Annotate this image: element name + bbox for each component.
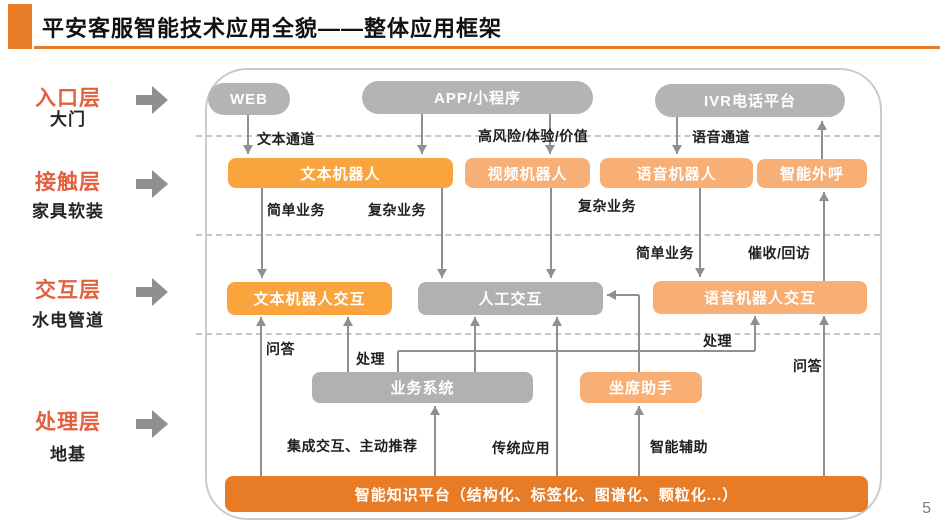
- knowledge-to-assistant-line: [638, 406, 640, 476]
- arrow-shaft: [136, 419, 153, 429]
- assistant-to-humaninteraction-arrowhead: [607, 290, 616, 300]
- voice-robot-interaction-box: 语音机器人交互: [653, 281, 867, 314]
- video-robot-box: 视频机器人: [465, 158, 590, 188]
- web-to-text-robot-arrowhead: [243, 145, 253, 154]
- textrobot-complex-biz-line: [441, 188, 443, 278]
- knowledge-to-bizsystem-line: [434, 406, 436, 476]
- knowledge-to-textinteraction-line: [260, 317, 262, 476]
- web-box: WEB: [208, 83, 290, 115]
- layer-name-2: 接触层: [35, 171, 101, 194]
- knowledge-to-humaninteraction-line: [556, 317, 558, 476]
- ivr-phone-platform-box: IVR电话平台: [655, 84, 845, 117]
- layer-divider-1: [196, 135, 880, 137]
- voicerobot-simple-biz-line: [699, 188, 701, 277]
- bizsystem-to-humaninteraction-arrowhead: [470, 317, 480, 326]
- label-integration: 集成交互、主动推荐: [287, 438, 418, 454]
- app-miniprogram-box: APP/小程序: [362, 81, 593, 114]
- assistant-to-humaninteraction-line: [607, 294, 639, 296]
- voiceinteraction-to-outbound-line: [823, 192, 825, 281]
- label-complex-biz-1: 复杂业务: [368, 202, 426, 218]
- knowledge-to-humaninteraction-arrowhead: [552, 317, 562, 326]
- layer-right-arrow-icon: [136, 278, 170, 306]
- title-underline: [34, 46, 940, 49]
- ivr-to-voice-robot-arrowhead: [672, 145, 682, 154]
- label-complex-biz-2: 复杂业务: [578, 198, 636, 214]
- label-smart-assist: 智能辅助: [650, 439, 708, 455]
- label-qa-left: 问答: [266, 341, 295, 357]
- app-to-video-robot-line: [549, 114, 551, 154]
- layer-right-arrow-icon: [136, 86, 170, 114]
- label-simple-biz-2: 简单业务: [636, 245, 694, 261]
- knowledge-to-textinteraction-arrowhead: [256, 317, 266, 326]
- layer-metaphor-1: 大门: [50, 110, 86, 129]
- arrow-head: [152, 278, 168, 306]
- label-qa-right: 问答: [793, 358, 822, 374]
- label-simple-biz-1: 简单业务: [267, 202, 325, 218]
- knowledge-to-bizsystem-arrowhead: [430, 406, 440, 415]
- label-process-right: 处理: [703, 333, 732, 349]
- knowledge-to-assistant-arrowhead: [634, 406, 644, 415]
- knowledge-to-voiceinteraction-arrowhead: [819, 316, 829, 325]
- layer-name-4: 处理层: [35, 411, 101, 434]
- label-voice-channel: 语音通道: [692, 129, 750, 145]
- page-title: 平安客服智能技术应用全貌——整体应用框架: [42, 16, 503, 41]
- arrow-shaft: [136, 179, 153, 189]
- label-traditional-app: 传统应用: [492, 440, 550, 456]
- label-text-channel: 文本通道: [257, 131, 315, 147]
- arrow-head: [152, 86, 168, 114]
- layer-name-3: 交互层: [35, 279, 101, 302]
- diagram-frame: [205, 68, 882, 520]
- business-system-box: 业务系统: [312, 372, 533, 403]
- label-collection-callback: 催收/回访: [748, 245, 811, 261]
- bizsystem-to-voiceinteraction-line: [754, 316, 756, 351]
- knowledge-to-voiceinteraction-line: [823, 316, 825, 476]
- textrobot-complex-biz-arrowhead: [437, 269, 447, 278]
- videorobot-complex-biz-arrowhead: [546, 269, 556, 278]
- layer-name-1: 入口层: [35, 87, 101, 110]
- voicerobot-simple-biz-arrowhead: [695, 268, 705, 277]
- layer-right-arrow-icon: [136, 410, 170, 438]
- bizsystem-to-voiceinteraction-arrowhead: [750, 316, 760, 325]
- layer-metaphor-4: 地基: [50, 445, 86, 464]
- layer-divider-2: [196, 234, 880, 236]
- text-robot-interaction-box: 文本机器人交互: [227, 282, 392, 315]
- bizsystem-to-voiceinteraction-line: [398, 350, 755, 352]
- app-to-video-robot-arrowhead: [545, 145, 555, 154]
- text-robot-box: 文本机器人: [228, 158, 453, 188]
- arrow-shaft: [136, 95, 153, 105]
- header-accent-square: [8, 4, 32, 49]
- human-interaction-box: 人工交互: [418, 282, 603, 315]
- page-number: 5: [922, 500, 931, 517]
- arrow-shaft: [136, 287, 153, 297]
- smart-outbound-box: 智能外呼: [757, 159, 867, 188]
- app-to-text-robot-line: [421, 114, 423, 154]
- knowledge-platform-box: 智能知识平台（结构化、标签化、图谱化、颗粒化...）: [225, 476, 868, 512]
- bizsystem-to-voiceinteraction-line: [397, 351, 399, 372]
- agent-assistant-box: 坐席助手: [580, 372, 702, 403]
- arrow-head: [152, 410, 168, 438]
- bizsystem-to-textinteraction-arrowhead: [343, 317, 353, 326]
- layer-metaphor-2: 家具软装: [32, 202, 104, 221]
- voiceinteraction-to-outbound-arrowhead: [819, 192, 829, 201]
- layer-right-arrow-icon: [136, 170, 170, 198]
- arrow-head: [152, 170, 168, 198]
- app-to-text-robot-arrowhead: [417, 145, 427, 154]
- label-process-left: 处理: [356, 351, 385, 367]
- layer-divider-3: [196, 333, 880, 335]
- bizsystem-to-humaninteraction-line: [474, 317, 476, 372]
- bizsystem-to-textinteraction-line: [347, 317, 349, 372]
- layer-metaphor-3: 水电管道: [32, 311, 104, 330]
- outbound-to-ivr-arrowhead: [817, 121, 827, 130]
- videorobot-complex-biz-line: [550, 188, 552, 278]
- outbound-to-ivr-line: [821, 121, 823, 159]
- label-highrisk-value: 高风险/体验/价值: [478, 128, 589, 144]
- ivr-to-voice-robot-line: [676, 117, 678, 154]
- voice-robot-box: 语音机器人: [600, 158, 753, 188]
- assistant-to-humaninteraction-line: [638, 295, 640, 372]
- textrobot-simple-biz-line: [261, 188, 263, 278]
- textrobot-simple-biz-arrowhead: [257, 269, 267, 278]
- web-to-text-robot-line: [247, 115, 249, 154]
